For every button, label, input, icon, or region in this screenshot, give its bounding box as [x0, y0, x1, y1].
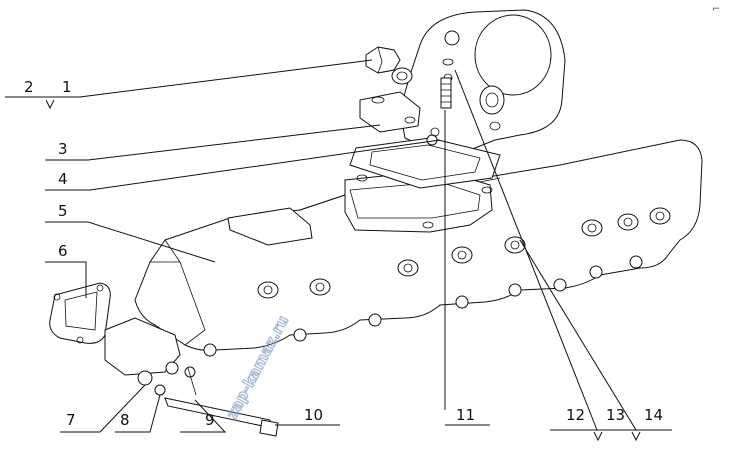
callout-labels: 2 1 3 4 5 6 7 8 9 10 11 12 13 14 — [24, 78, 663, 429]
long-bolt — [164, 397, 279, 437]
leader-lines — [5, 59, 672, 442]
exhaust-manifold — [134, 139, 703, 357]
callout-12: 12 — [566, 406, 585, 424]
exhaust-elbow — [359, 9, 566, 151]
callout-1: 1 — [62, 78, 72, 96]
callout-8: 8 — [120, 411, 130, 429]
callout-9: 9 — [205, 411, 215, 429]
callout-13: 13 — [606, 406, 625, 424]
callout-11: 11 — [456, 406, 475, 424]
callout-10: 10 — [304, 406, 323, 424]
turbo-gasket — [349, 127, 501, 189]
callout-2: 2 — [24, 78, 34, 96]
callout-5: 5 — [58, 202, 68, 220]
callout-14: 14 — [644, 406, 663, 424]
end-flange — [104, 317, 197, 396]
callout-4: 4 — [58, 170, 68, 188]
plug-and-washer — [365, 46, 413, 85]
callout-7: 7 — [66, 411, 76, 429]
stud — [440, 77, 452, 109]
callout-3: 3 — [58, 140, 68, 158]
corner-mark: ⌐ — [712, 4, 720, 15]
callout-6: 6 — [58, 242, 68, 260]
port-gasket — [49, 282, 111, 344]
